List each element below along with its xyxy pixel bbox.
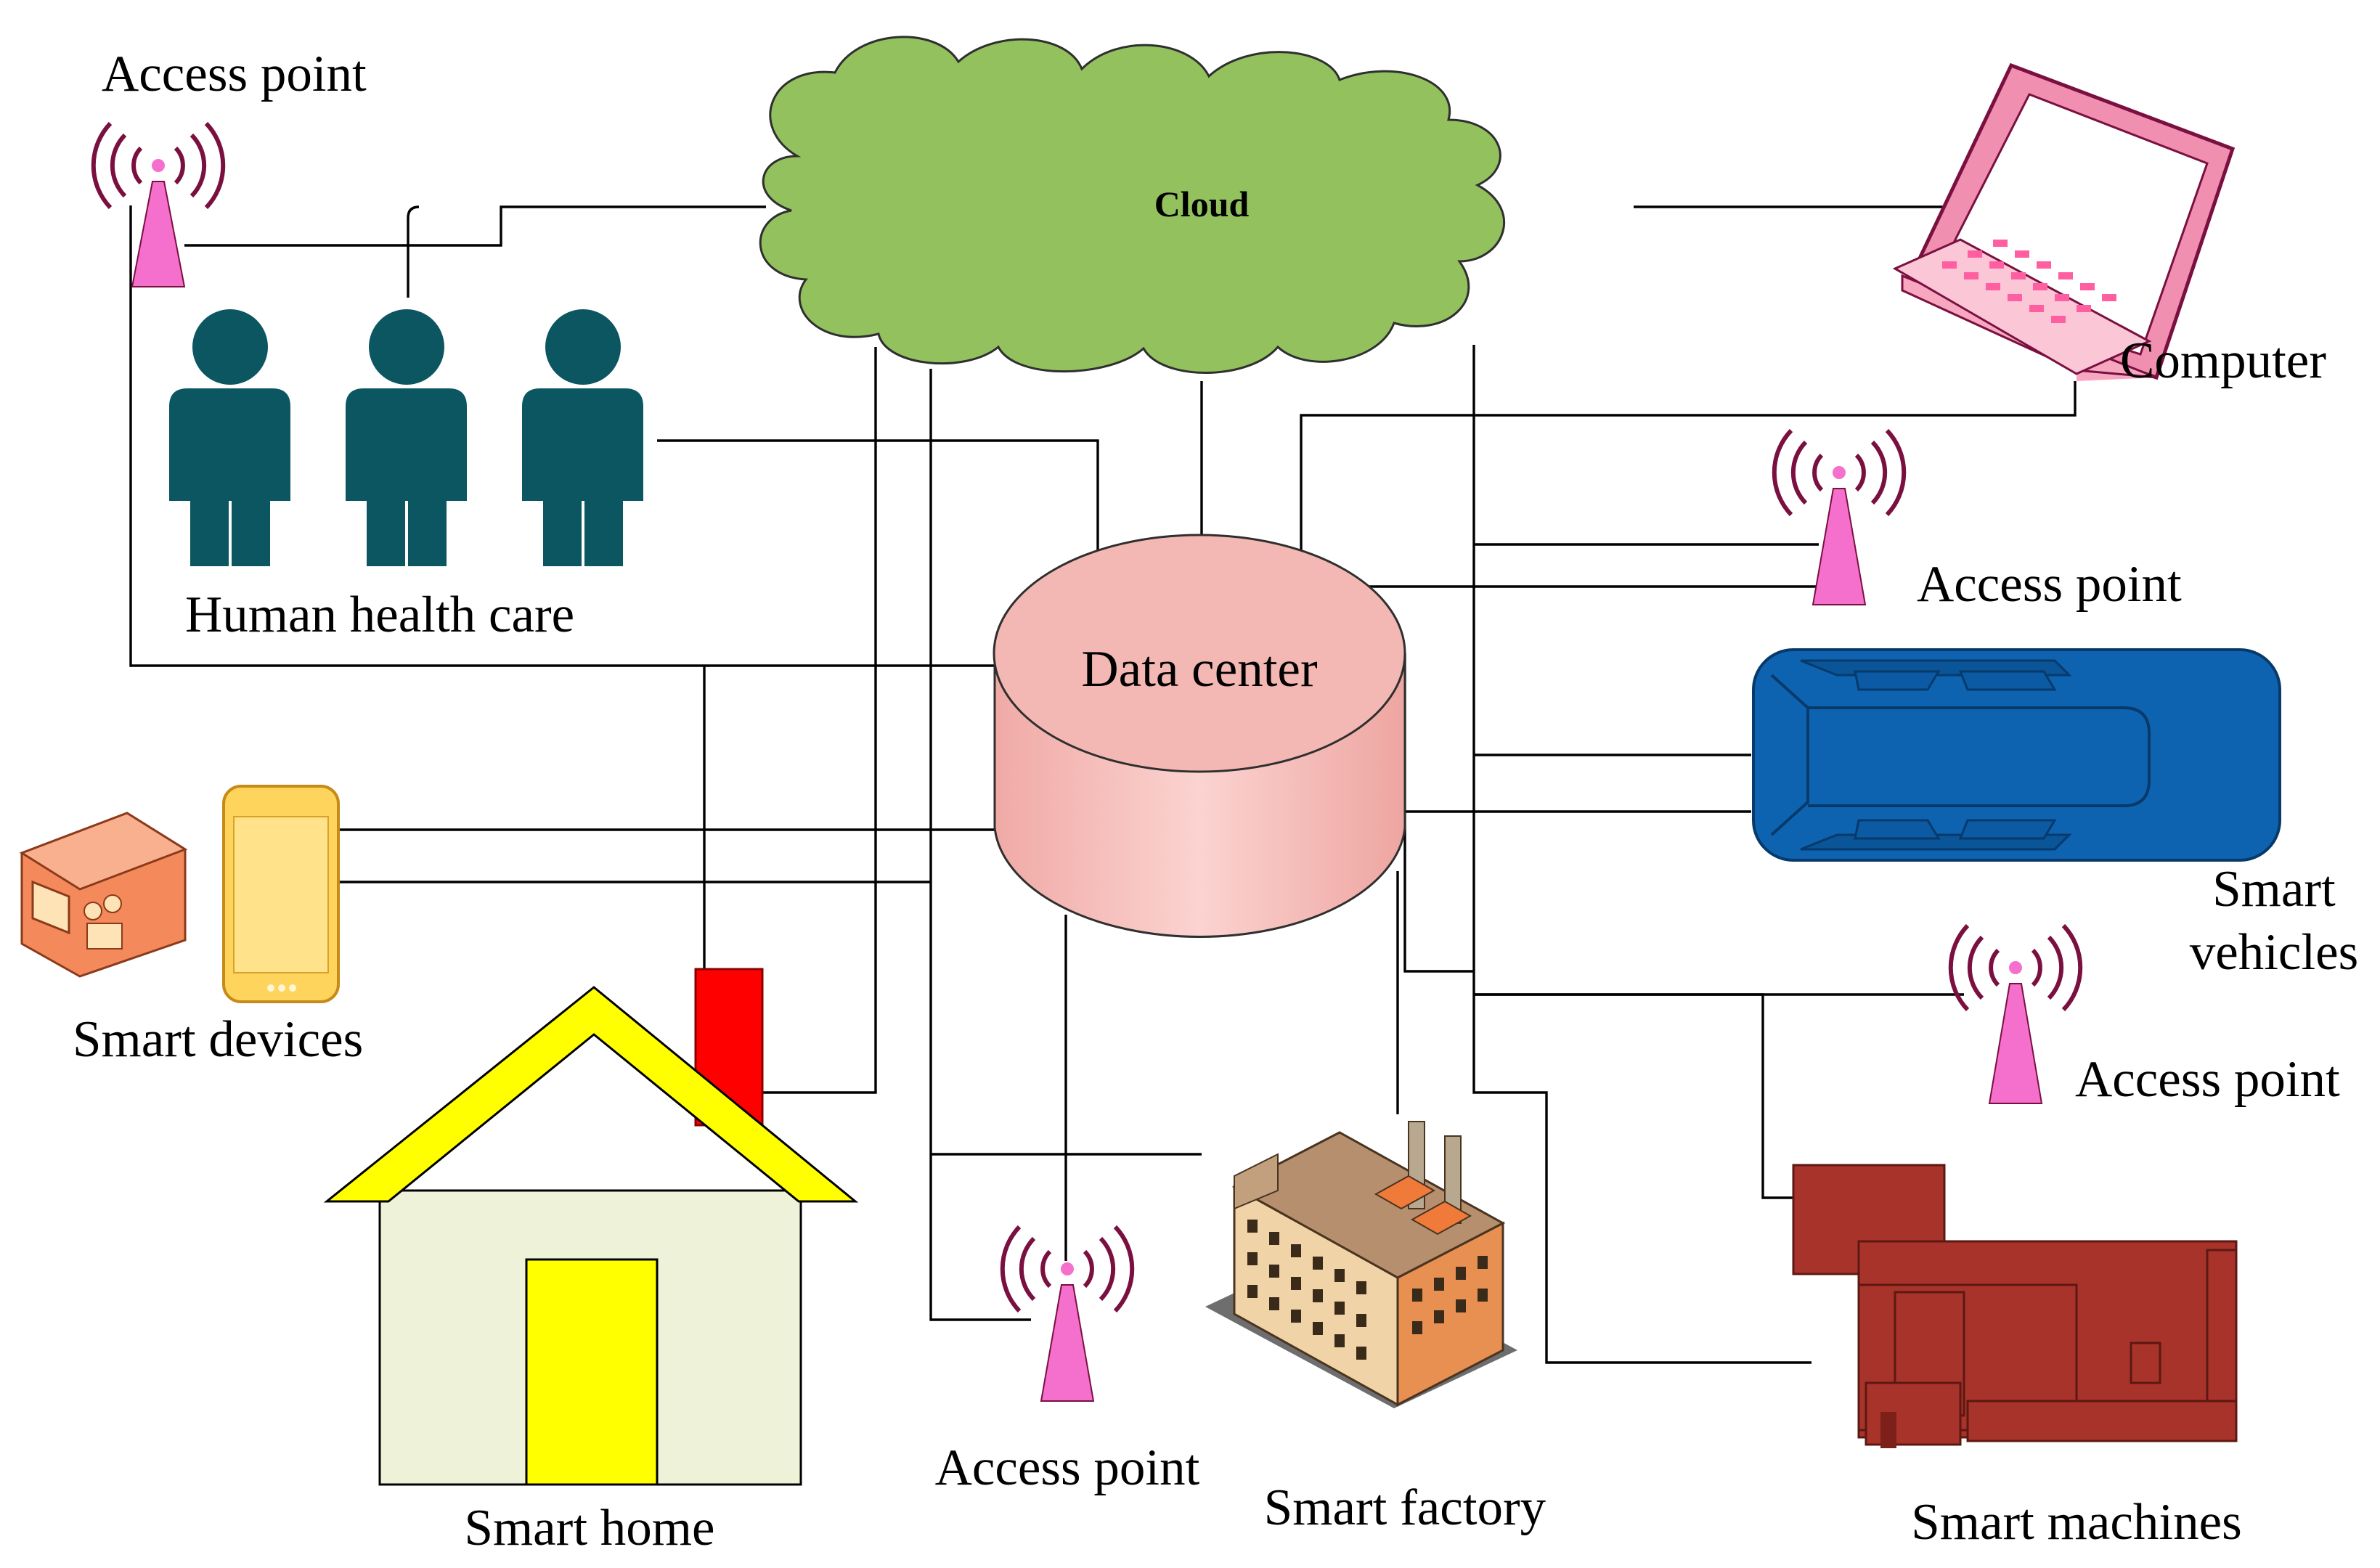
antenna-icon: [91, 121, 226, 287]
person-icon: [346, 309, 467, 566]
smart-factory-label: Smart factory: [1264, 1479, 1546, 1536]
data-center-label: Data center: [1081, 641, 1318, 698]
access-point-right-lower: [1948, 923, 2083, 1104]
cloud-label: Cloud: [1154, 184, 1250, 224]
access-point-right-upper: [1772, 428, 1907, 605]
computer-label: Computer: [2120, 332, 2326, 389]
smart-factory-node: Smart factory: [1205, 1121, 1546, 1536]
antenna-icon: [1772, 428, 1907, 605]
cloud-icon: [759, 36, 1506, 374]
connection-lines: [129, 205, 2077, 1364]
access-point-top-left: [91, 121, 226, 287]
smart-devices-label: Smart devices: [73, 1011, 363, 1068]
data-center-node: Data center: [993, 534, 1406, 938]
cloud-node: Cloud: [759, 36, 1506, 374]
access-point-bottom: [1000, 1225, 1135, 1402]
smart-machines-label: Smart machines: [1911, 1494, 2241, 1551]
laptop-icon: [1892, 62, 2236, 381]
smart-home-label: Smart home: [464, 1500, 714, 1556]
person-icon: [169, 309, 290, 566]
person-icon: [522, 309, 643, 566]
smart-vehicles-label-line2: vehicles: [2190, 924, 2359, 981]
access-point-label-right-lower: Access point: [2075, 1051, 2340, 1108]
factory-icon: [1205, 1121, 1517, 1408]
antenna-icon: [1948, 923, 2083, 1104]
smartphone-icon: [222, 785, 340, 1003]
antenna-icon: [1000, 1225, 1135, 1402]
smart-devices-node: Smart devices: [19, 785, 363, 1068]
machine-icon: [1792, 1164, 2238, 1448]
smart-vehicles-node: Smart vehicles: [1752, 648, 2359, 981]
access-point-label-right-upper: Access point: [1917, 556, 2182, 613]
smart-home-node: Smart home: [323, 968, 859, 1556]
human-health-care-label: Human health care: [185, 587, 574, 643]
radio-device-icon: [19, 812, 188, 978]
house-icon: [323, 968, 859, 1486]
human-health-care-node: Human health care: [169, 309, 643, 643]
smart-vehicles-label-line1: Smart: [2212, 861, 2336, 918]
computer-node: Computer: [1892, 62, 2326, 389]
access-point-label-top-left: Access point: [102, 46, 367, 102]
car-icon: [1752, 648, 2281, 862]
access-point-label-bottom: Access point: [935, 1440, 1200, 1496]
smart-machines-node: Smart machines: [1792, 1164, 2242, 1551]
